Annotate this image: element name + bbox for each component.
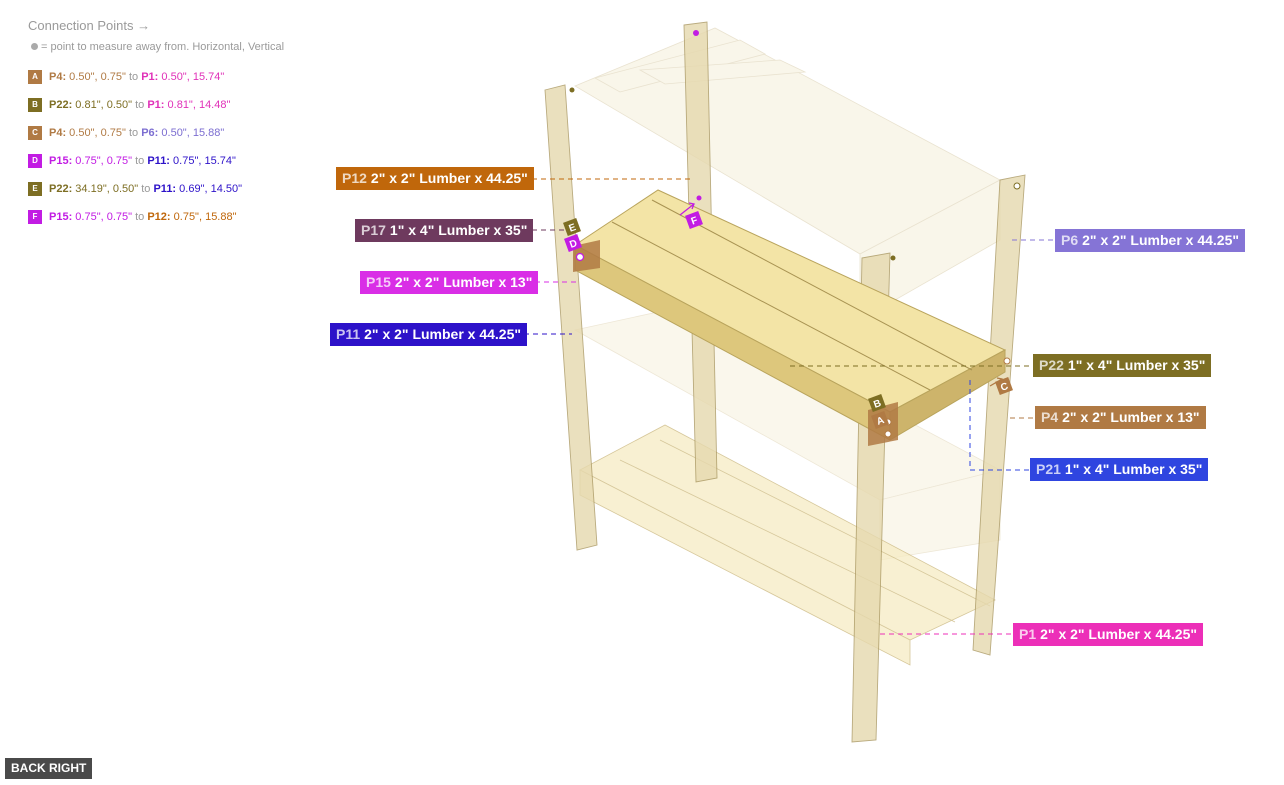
top-shelf-ghost	[574, 27, 1001, 321]
leader-lines	[524, 178, 1055, 635]
part-id: P22	[1039, 357, 1064, 373]
from-part: P22:	[49, 183, 73, 195]
connection-badge: E	[28, 182, 42, 196]
hint-text: = point to measure away from. Horizontal…	[41, 41, 285, 53]
diagram-badge-c: C	[995, 377, 1013, 395]
connection-points-panel: Connection Points → = point to measure a…	[28, 17, 328, 224]
connection-row-d: D P15: 0.75", 0.75" to P11: 0.75", 15.74"	[28, 153, 236, 169]
connection-badge: D	[28, 154, 42, 168]
diagram-badge-a: A	[871, 411, 889, 429]
part-description: 1" x 4" Lumber x 35"	[389, 222, 528, 238]
diagram-badge-d: D	[564, 234, 582, 252]
svg-text:B: B	[872, 398, 883, 411]
to-part: P11:	[147, 155, 170, 167]
from-value: 0.50", 0.75"	[66, 71, 129, 83]
to-value: 0.75", 15.74"	[169, 155, 236, 167]
part-id: P1	[1019, 626, 1037, 642]
connection-badge: C	[28, 126, 42, 140]
from-part: P15:	[49, 155, 73, 167]
connection-badge: B	[28, 98, 42, 112]
to-part: P6:	[141, 127, 159, 139]
to-word: to	[135, 99, 148, 111]
connection-row-b: B P22: 0.81", 0.50" to P1: 0.81", 14.48"	[28, 97, 230, 113]
from-value: 0.50", 0.75"	[66, 127, 129, 139]
connection-row-f: F P15: 0.75", 0.75" to P12: 0.75", 15.88"	[28, 209, 237, 225]
diagram-badges: A B C D E F	[563, 211, 1013, 429]
from-value: 0.75", 0.75"	[72, 211, 136, 223]
connection-points-title[interactable]: Connection Points →	[28, 18, 151, 33]
to-value: 0.50", 15.74"	[158, 71, 225, 83]
from-value: 34.19", 0.50"	[72, 183, 142, 195]
point-dot-icon	[31, 43, 38, 50]
connection-points-hint: = point to measure away from. Horizontal…	[28, 40, 328, 54]
part-id: P6	[1061, 232, 1079, 248]
to-value: 0.69", 14.50"	[176, 183, 243, 195]
diagram-badge-f: F	[685, 211, 703, 229]
part-description: 2" x 2" Lumber x 13"	[1062, 409, 1200, 425]
part-id: P15	[366, 274, 391, 290]
to-word: to	[128, 71, 142, 83]
svg-text:D: D	[568, 238, 579, 251]
svg-text:E: E	[567, 222, 577, 235]
part-description: 2" x 2" Lumber x 13"	[394, 274, 533, 290]
view-back-right-button[interactable]: BACK RIGHT	[5, 758, 93, 779]
svg-text:F: F	[690, 215, 700, 227]
to-part: P1:	[141, 71, 159, 83]
to-word: to	[135, 211, 148, 223]
connection-row-c: C P4: 0.50", 0.75" to P6: 0.50", 15.88"	[28, 125, 224, 141]
part-id: P4	[1041, 409, 1059, 425]
part-id: P17	[361, 222, 386, 238]
svg-text:A: A	[875, 415, 886, 428]
part-description: 2" x 2" Lumber x 44.25"	[1082, 232, 1240, 248]
part-description: 2" x 2" Lumber x 44.25"	[370, 170, 528, 186]
part-description: 2" x 2" Lumber x 44.25"	[364, 326, 522, 342]
from-value: 0.75", 0.75"	[72, 155, 136, 167]
part-id: P12	[342, 170, 367, 186]
part-id: P11	[336, 326, 361, 342]
from-part: P22:	[49, 99, 73, 111]
part-description: 1" x 4" Lumber x 35"	[1067, 357, 1206, 373]
from-part: P4:	[49, 127, 67, 139]
part-id: P21	[1036, 461, 1061, 477]
to-value: 0.81", 14.48"	[164, 99, 231, 111]
connection-row-e: E P22: 34.19", 0.50" to P11: 0.69", 14.50…	[28, 181, 242, 197]
to-value: 0.75", 15.88"	[170, 211, 237, 223]
from-part: P4:	[49, 71, 67, 83]
measure-arrows	[679, 202, 1003, 387]
diagram-badge-b: B	[868, 394, 886, 412]
to-part: P12:	[147, 211, 171, 223]
from-part: P15:	[49, 211, 73, 223]
to-word: to	[141, 183, 154, 195]
svg-text:C: C	[999, 381, 1010, 394]
connection-badge: F	[28, 210, 42, 224]
to-value: 0.50", 15.88"	[158, 127, 225, 139]
to-part: P1:	[147, 99, 165, 111]
middle-shelf-highlight	[573, 189, 1007, 446]
to-word: to	[128, 127, 142, 139]
part-description: 2" x 2" Lumber x 44.25"	[1040, 626, 1198, 642]
connection-badge: A	[28, 70, 42, 84]
to-part: P11:	[153, 183, 177, 195]
part-description: 1" x 4" Lumber x 35"	[1064, 461, 1203, 477]
from-value: 0.81", 0.50"	[72, 99, 136, 111]
connection-row-a: A P4: 0.50", 0.75" to P1: 0.50", 15.74"	[28, 69, 224, 85]
to-word: to	[135, 155, 148, 167]
diagram-badge-e: E	[563, 218, 581, 236]
